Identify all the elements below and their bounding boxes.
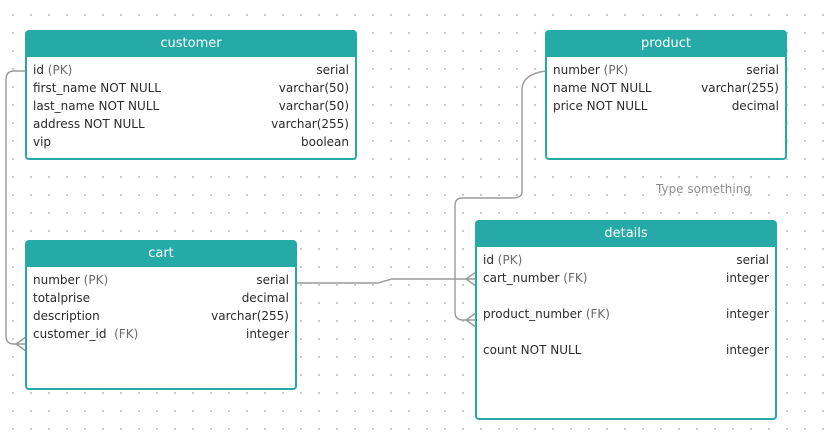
column-type: varchar(255) [701, 81, 779, 95]
column-name: number [553, 63, 600, 77]
column-type: integer [726, 343, 769, 357]
column-name: totalprise [33, 291, 90, 305]
table-customer[interactable]: customer id (PK) serial first_name NOT N… [25, 30, 357, 160]
column-name: id [33, 63, 44, 77]
column-row[interactable]: customer_id (FK) integer [33, 325, 289, 343]
connector-customer-cart [5, 70, 26, 345]
column-name: last_name NOT NULL [33, 99, 160, 113]
column-name: first_name NOT NULL [33, 81, 161, 95]
table-title: customer [26, 31, 356, 57]
column-type: integer [246, 327, 289, 341]
column-name: name NOT NULL [553, 81, 652, 95]
column-row[interactable]: totalprise decimal [33, 289, 289, 307]
column-row[interactable]: vip boolean [33, 133, 349, 151]
column-row[interactable]: product_number (FK) integer [483, 305, 769, 323]
column-row[interactable]: name NOT NULL varchar(255) [553, 79, 779, 97]
column-row[interactable]: price NOT NULL decimal [553, 97, 779, 115]
column-row[interactable]: description varchar(255) [33, 307, 289, 325]
column-name: cart_number [483, 271, 560, 285]
crow-foot-cart-details [464, 271, 477, 287]
column-name: number [33, 273, 80, 287]
column-name: vip [33, 135, 52, 149]
column-type: varchar(50) [278, 81, 349, 95]
key-badge: (PK) [497, 253, 523, 267]
column-row[interactable]: address NOT NULL varchar(255) [33, 115, 349, 133]
column-name: price NOT NULL [553, 99, 648, 113]
crow-foot-product-details [464, 312, 477, 328]
table-details[interactable]: details id (PK) serial cart_number (FK) … [475, 220, 777, 420]
column-type: varchar(255) [211, 309, 289, 323]
column-type: boolean [301, 135, 349, 149]
key-badge: (FK) [585, 307, 610, 321]
canvas-note[interactable]: Type something [656, 182, 751, 196]
connector-product-details [454, 70, 547, 321]
column-name: customer_id [33, 327, 107, 341]
column-row[interactable]: last_name NOT NULL varchar(50) [33, 97, 349, 115]
column-row[interactable]: number (PK) serial [553, 61, 779, 79]
column-type: varchar(50) [278, 99, 349, 113]
column-name: address NOT NULL [33, 117, 145, 131]
key-badge: (FK) [114, 327, 139, 341]
column-type: decimal [731, 99, 779, 113]
column-row[interactable]: number (PK) serial [33, 271, 289, 289]
column-type: integer [726, 307, 769, 321]
column-type: serial [746, 63, 779, 77]
column-type: integer [726, 271, 769, 285]
column-type: decimal [241, 291, 289, 305]
column-row[interactable]: first_name NOT NULL varchar(50) [33, 79, 349, 97]
table-product[interactable]: product number (PK) serial name NOT NULL… [545, 30, 787, 160]
column-name: id [483, 253, 494, 267]
table-title: details [476, 221, 776, 247]
table-title: product [546, 31, 786, 57]
column-type: varchar(255) [271, 117, 349, 131]
column-row[interactable]: id (PK) serial [483, 251, 769, 269]
column-row[interactable]: id (PK) serial [33, 61, 349, 79]
column-name: product_number [483, 307, 582, 321]
column-row[interactable]: count NOT NULL integer [483, 341, 769, 359]
crow-foot-customer-cart [14, 336, 27, 352]
column-type: serial [256, 273, 289, 287]
key-badge: (PK) [83, 273, 109, 287]
key-badge: (PK) [47, 63, 73, 77]
table-cart[interactable]: cart number (PK) serial totalprise decim… [25, 240, 297, 390]
key-badge: (FK) [563, 271, 588, 285]
column-name: count NOT NULL [483, 343, 582, 357]
column-type: serial [736, 253, 769, 267]
column-row[interactable]: cart_number (FK) integer [483, 269, 769, 287]
key-badge: (PK) [603, 63, 629, 77]
connector-cart-details [297, 278, 476, 284]
column-type: serial [316, 63, 349, 77]
table-title: cart [26, 241, 296, 267]
column-name: description [33, 309, 100, 323]
